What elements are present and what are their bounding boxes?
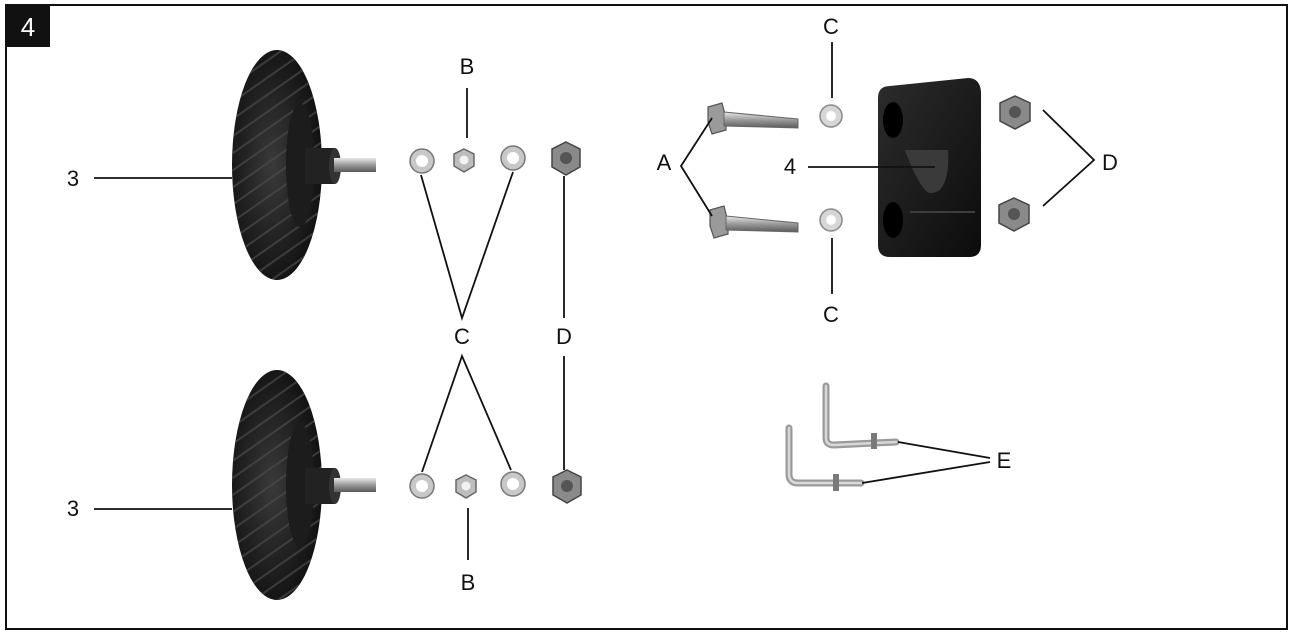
- wheel-bottom: [232, 370, 376, 600]
- flange-nut-top: [551, 141, 581, 176]
- wheel-top: [232, 50, 376, 280]
- diagram-frame: [5, 4, 1288, 630]
- label-c-bottom-right: C: [823, 302, 839, 327]
- nut-bottom-b: [455, 474, 477, 499]
- label-four: 4: [784, 154, 796, 179]
- washer-bottom-right: [500, 471, 526, 497]
- label-c-middle: C: [454, 324, 470, 349]
- figure-number: 4: [21, 12, 35, 42]
- label-e: E: [997, 448, 1012, 473]
- flange-nut-d-top-right: [999, 95, 1031, 130]
- label-b-bottom: B: [461, 570, 476, 595]
- bolt-a-bottom: [709, 205, 799, 239]
- leader-a: [679, 117, 713, 217]
- l-hook-upper: [822, 382, 900, 449]
- label-wheel-top: 3: [67, 166, 79, 191]
- label-c-top-right: C: [823, 14, 839, 39]
- flange-nut-bottom: [552, 469, 582, 504]
- washer-c-bottom-right: [819, 208, 843, 232]
- leader-e-lower: [861, 461, 991, 484]
- label-wheel-bottom: 3: [67, 496, 79, 521]
- figure-badge: [6, 5, 50, 47]
- leader-d-right: [1042, 109, 1096, 207]
- bolt-a-top: [707, 102, 799, 135]
- washer-c-top-right: [819, 104, 843, 128]
- leader-e-upper: [897, 441, 991, 459]
- label-a: A: [657, 150, 672, 175]
- flange-nut-d-bottom-right: [998, 197, 1030, 232]
- l-hook-lower: [785, 424, 865, 491]
- label-d-right: D: [1102, 150, 1118, 175]
- leader-c-middle-up: [420, 171, 514, 321]
- leader-c-middle-down: [421, 353, 512, 473]
- washer-top-right: [500, 145, 526, 171]
- washer-top-left: [409, 148, 435, 174]
- label-b-top: B: [460, 54, 475, 79]
- washer-bottom-left: [409, 473, 435, 499]
- label-d-middle: D: [556, 324, 572, 349]
- nut-top-b: [453, 148, 475, 173]
